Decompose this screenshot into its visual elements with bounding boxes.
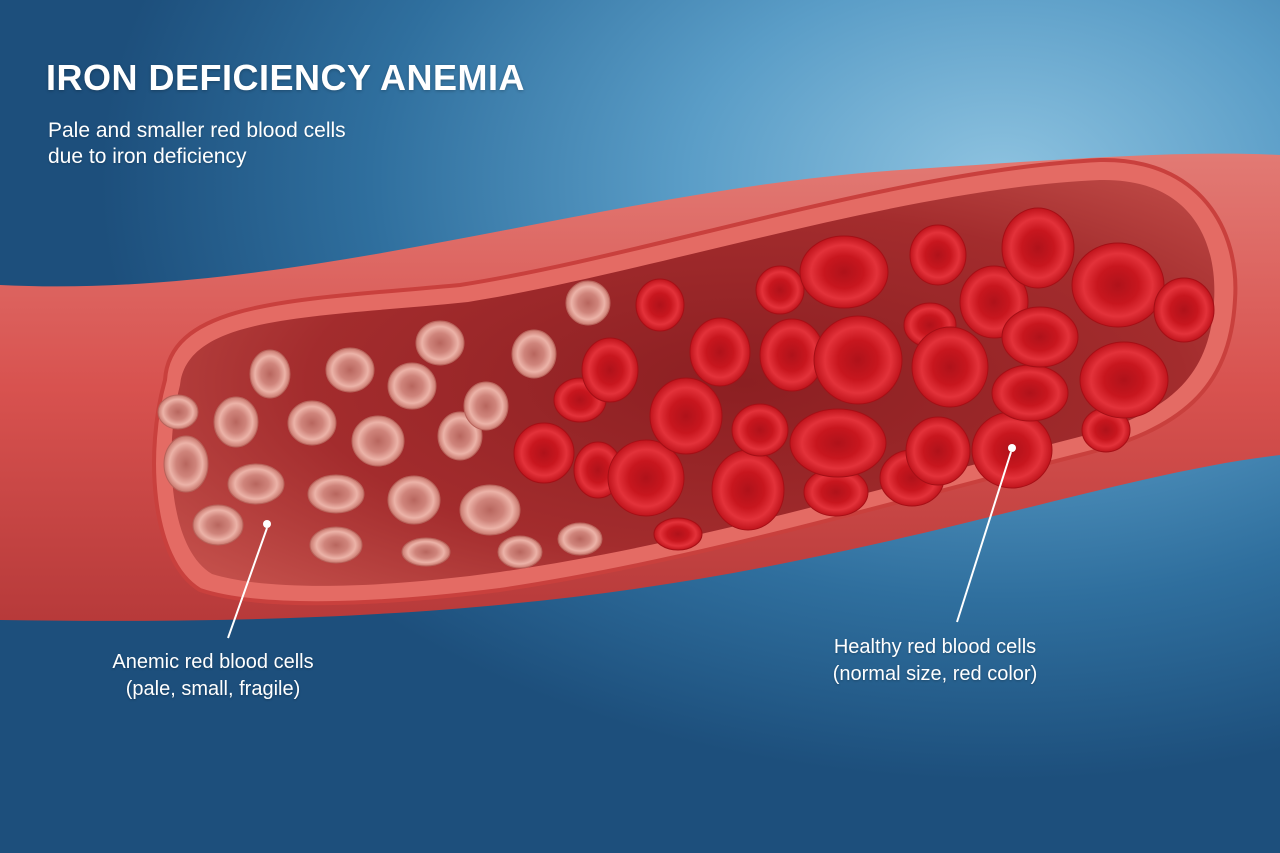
page-title: IRON DEFICIENCY ANEMIA bbox=[46, 57, 526, 98]
healthy-cell bbox=[799, 235, 889, 309]
subtitle-line-1: Pale and smaller red blood cells bbox=[48, 119, 346, 142]
healthy-label-line-1: Healthy red blood cells bbox=[833, 636, 1037, 658]
anemic-cell bbox=[287, 400, 337, 446]
anemic-cell bbox=[387, 362, 437, 410]
anemic-callout-dot bbox=[263, 520, 271, 528]
healthy-cell bbox=[635, 278, 685, 332]
healthy-cell bbox=[653, 517, 703, 551]
healthy-label-line-2: (normal size, red color) bbox=[832, 663, 1038, 685]
subtitle-line-2: due to iron deficiency bbox=[48, 145, 247, 168]
healthy-cell bbox=[1001, 207, 1075, 289]
anemic-cell bbox=[351, 415, 405, 467]
anemic-cell bbox=[511, 329, 557, 379]
anemic-label-line-1: Anemic red blood cells bbox=[112, 651, 314, 673]
healthy-callout-dot bbox=[1008, 444, 1016, 452]
healthy-cell bbox=[789, 408, 887, 478]
healthy-cell bbox=[905, 416, 971, 486]
anemic-label-line-2: (pale, small, fragile) bbox=[125, 678, 301, 700]
healthy-cell bbox=[991, 364, 1069, 422]
anemic-cell bbox=[463, 381, 509, 431]
anemic-cell bbox=[213, 396, 259, 448]
anemic-cell bbox=[192, 504, 244, 546]
anemic-cell bbox=[309, 526, 363, 564]
healthy-cell bbox=[711, 449, 785, 531]
healthy-cell bbox=[909, 224, 967, 286]
healthy-cell bbox=[1001, 306, 1079, 368]
healthy-cell bbox=[813, 315, 903, 405]
anemic-cell bbox=[415, 320, 465, 366]
anemic-cell bbox=[249, 349, 291, 399]
anemic-cell bbox=[557, 522, 603, 556]
anemic-cell bbox=[325, 347, 375, 393]
healthy-cell bbox=[607, 439, 685, 517]
anemic-cells-label: Anemic red blood cells (pale, small, fra… bbox=[78, 649, 348, 703]
healthy-cell bbox=[731, 403, 789, 457]
anemic-cell bbox=[227, 463, 285, 505]
anemic-cells-group bbox=[157, 280, 611, 569]
healthy-cell bbox=[911, 326, 989, 408]
anemic-cell bbox=[307, 474, 365, 514]
subtitle: Pale and smaller red blood cells due to … bbox=[48, 118, 346, 170]
healthy-callout-line bbox=[956, 451, 1012, 623]
healthy-cell bbox=[1153, 277, 1215, 343]
anemic-cell bbox=[459, 484, 521, 536]
healthy-cells-label: Healthy red blood cells (normal size, re… bbox=[790, 634, 1080, 688]
healthy-cell bbox=[755, 265, 805, 315]
anemic-callout-line bbox=[227, 527, 268, 639]
healthy-cell bbox=[1079, 341, 1169, 419]
anemic-cell bbox=[565, 280, 611, 326]
anemic-cell bbox=[163, 435, 209, 493]
anemic-cell bbox=[157, 394, 199, 430]
healthy-cell bbox=[513, 422, 575, 484]
anemic-cell bbox=[401, 537, 451, 567]
healthy-cell bbox=[649, 377, 723, 455]
anemic-cell bbox=[497, 535, 543, 569]
healthy-cell bbox=[581, 337, 639, 403]
healthy-cells-group bbox=[513, 207, 1215, 551]
healthy-cell bbox=[1071, 242, 1165, 328]
anemic-cell bbox=[387, 475, 441, 525]
healthy-cell bbox=[689, 317, 751, 387]
